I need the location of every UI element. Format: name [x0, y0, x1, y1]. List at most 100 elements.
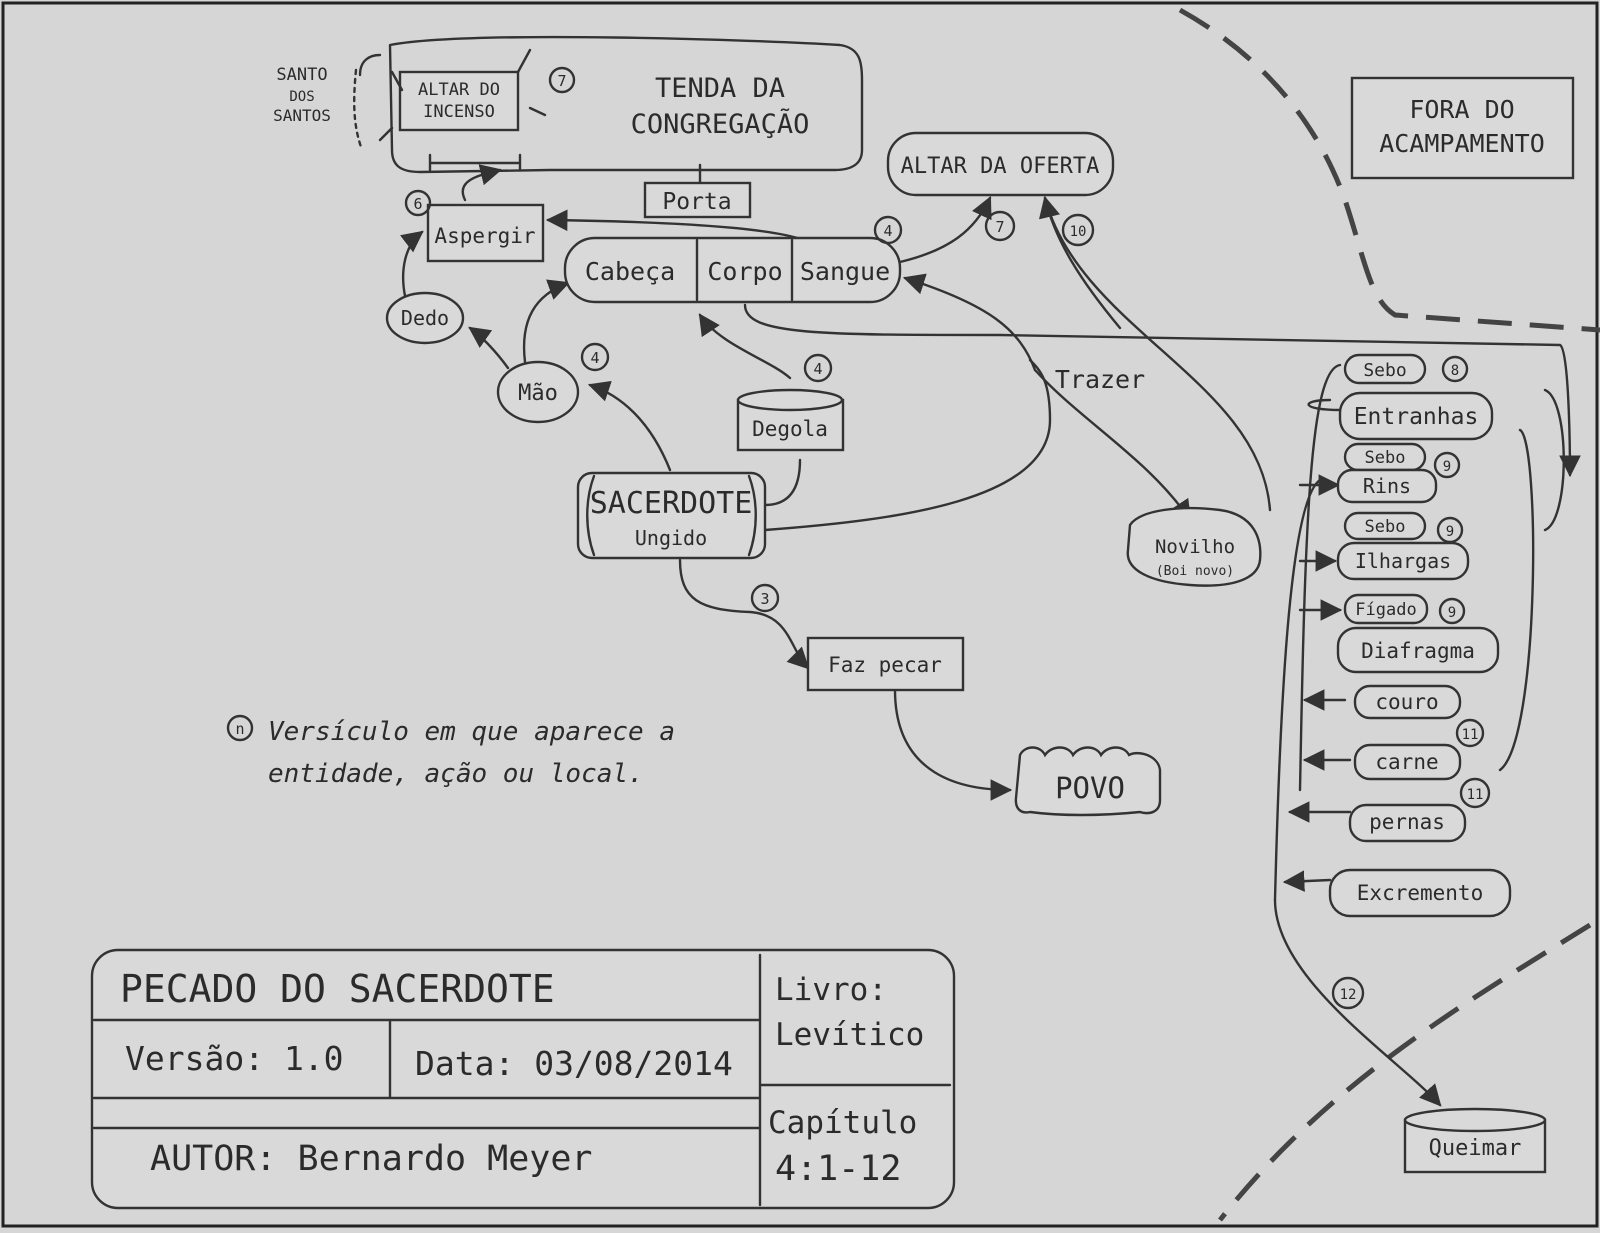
tenda-group: ALTAR DO INCENSO SANTO DOS SANTOS 7 TEND… [273, 35, 864, 219]
verse-9c-circle [1438, 597, 1466, 625]
verse-9c: 9 [1448, 605, 1456, 621]
novilho-node [1126, 506, 1262, 587]
porta-box [643, 181, 752, 219]
ungido-label: Ungido [635, 526, 707, 550]
parts-list: Sebo 8 Entranhas Sebo 9 Rins Sebo 9 Ilha… [1328, 353, 1512, 918]
faz-pecar-box [806, 636, 965, 692]
tenda-line1: TENDA DA [655, 73, 785, 104]
figado-box [1343, 593, 1429, 625]
santo-dos-santos-line3: SANTOS [273, 106, 331, 125]
entranhas-label: Entranhas [1354, 404, 1479, 430]
aspergir-box [426, 203, 545, 263]
altar-incenso-line2: INCENSO [423, 102, 495, 122]
sangue-label: Sangue [800, 257, 890, 286]
tenda-line2: CONGREGAÇÃO [631, 108, 810, 140]
corpo-label: Corpo [707, 257, 782, 286]
degola-top [736, 388, 844, 412]
verse-8-circle [1441, 355, 1469, 383]
povo-node [1014, 746, 1162, 817]
verse-10: 10 [1070, 224, 1087, 240]
carne-label: carne [1375, 750, 1438, 774]
legend-line1: Versículo em que aparece a [268, 717, 675, 747]
sacerdote-label: SACERDOTE [590, 486, 753, 521]
connectors [399, 153, 1581, 1107]
fora-acampamento-box [1350, 76, 1575, 180]
fora-acampamento-line2: ACAMPAMENTO [1379, 129, 1545, 158]
aspergir-label: Aspergir [434, 224, 535, 248]
mao-node [496, 360, 580, 424]
verse-9a-circle [1433, 451, 1461, 479]
title-block-grid [92, 953, 952, 1207]
date: Data: 03/08/2014 [415, 1044, 733, 1083]
verse-11b: 11 [1467, 787, 1484, 803]
verse-4-mao-circle [580, 342, 610, 372]
verse-3-circle [750, 583, 780, 613]
verse-12-circle [1331, 976, 1365, 1010]
mao-label: Mão [518, 381, 558, 406]
verse-9b: 9 [1446, 524, 1454, 540]
sacerdote-box [576, 471, 767, 560]
title-block-frame [90, 948, 956, 1210]
sebo-2-label: Sebo [1365, 448, 1406, 468]
sebo-1-box [1343, 353, 1427, 385]
verse-6: 6 [413, 195, 422, 213]
verse-7-oferta-circle [984, 210, 1016, 242]
cabeca-label: Cabeça [585, 257, 675, 286]
povo-label: POVO [1055, 771, 1125, 805]
camp-boundary-upper [1178, 7, 1600, 333]
tenda-outline [388, 35, 864, 174]
degola-label: Degola [752, 417, 828, 441]
altar-oferta-label: ALTAR DA OFERTA [901, 154, 1100, 179]
verse-4-degola: 4 [813, 360, 822, 378]
ilhargas-box [1336, 541, 1470, 581]
couro-label: couro [1375, 690, 1438, 714]
verse-7-incenso: 7 [557, 72, 566, 90]
verse-7-oferta: 7 [995, 218, 1004, 236]
queimar-label: Queimar [1429, 1136, 1522, 1161]
legend-symbol-circle [226, 714, 254, 742]
verse-9a: 9 [1443, 459, 1451, 475]
altar-oferta-box [886, 131, 1115, 197]
carne-box [1353, 743, 1462, 781]
pernas-box [1348, 803, 1467, 843]
santo-dos-santos-line2: DOS [289, 89, 314, 105]
legend-line2: entidade, ação ou local. [268, 759, 644, 789]
faz-pecar-label: Faz pecar [828, 653, 942, 677]
title: PECADO DO SACERDOTE [120, 967, 555, 1011]
legend-symbol: n [235, 720, 244, 738]
novilho-label: Novilho [1155, 536, 1235, 558]
verse-7-incenso-circle [548, 66, 576, 94]
queimar-top [1403, 1107, 1547, 1133]
pernas-label: pernas [1369, 810, 1445, 834]
verse-4-mao: 4 [590, 349, 599, 367]
trazer-label: Trazer [1055, 365, 1145, 394]
verse-11a-circle [1455, 718, 1485, 748]
dedo-label: Dedo [401, 306, 449, 330]
verse-4-sangue: 4 [883, 222, 892, 240]
verse-4-sangue-circle [873, 215, 903, 245]
version: Versão: 1.0 [125, 1039, 344, 1078]
verse-8: 8 [1451, 363, 1459, 379]
verse-3: 3 [760, 590, 769, 608]
figado-label: Fígado [1355, 600, 1416, 620]
entranhas-box [1338, 391, 1494, 441]
verse-11a: 11 [1462, 727, 1479, 743]
rins-box [1336, 468, 1438, 504]
rins-label: Rins [1363, 474, 1411, 498]
verse-4-degola-circle [803, 353, 833, 383]
altar-incenso-box [398, 70, 520, 132]
porta-label: Porta [662, 189, 731, 215]
chapter: 4:1-12 [775, 1149, 901, 1189]
boi-novo-label: (Boi novo) [1156, 564, 1234, 579]
excremento-label: Excremento [1357, 881, 1483, 905]
verse-11b-circle [1459, 777, 1491, 809]
chapter-label: Capítulo [768, 1105, 917, 1141]
ilhargas-label: Ilhargas [1355, 549, 1451, 573]
diafragma-box [1336, 626, 1500, 674]
altar-incenso-line1: ALTAR DO [418, 80, 500, 100]
couro-box [1353, 684, 1462, 720]
camp-boundary-lower [1218, 922, 1592, 1222]
